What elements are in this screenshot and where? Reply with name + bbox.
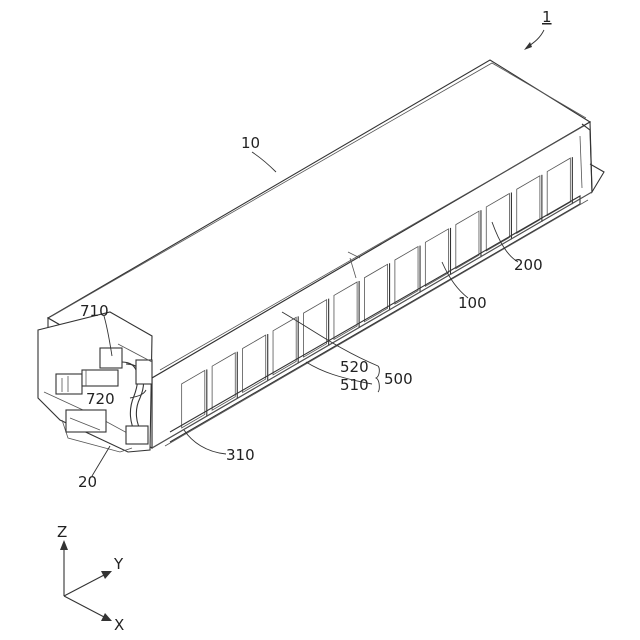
z-arrow-icon — [60, 540, 68, 550]
axis-label-z: Z — [57, 523, 67, 541]
label-housing: 10 — [241, 134, 260, 152]
label-cells: 100 — [458, 294, 487, 312]
label-bracket-lower: 510 — [340, 376, 369, 394]
axis-triad: Z Y X — [57, 523, 124, 634]
label-bracket-upper: 520 — [340, 358, 369, 376]
y-arrow-icon — [101, 571, 112, 579]
label-cell-frame: 200 — [514, 256, 543, 274]
end-plate — [38, 312, 152, 452]
label-connector: 710 — [80, 302, 109, 320]
label-rail: 310 — [226, 446, 255, 464]
axis-label-x: X — [114, 616, 124, 634]
label-cable: 720 — [86, 390, 115, 408]
label-end-plate: 20 — [78, 473, 97, 491]
label-bracket-group: 500 — [384, 370, 413, 388]
figure-ref-label: 1 — [542, 8, 552, 26]
x-arrow-icon — [101, 613, 112, 621]
axis-label-y: Y — [113, 555, 124, 573]
